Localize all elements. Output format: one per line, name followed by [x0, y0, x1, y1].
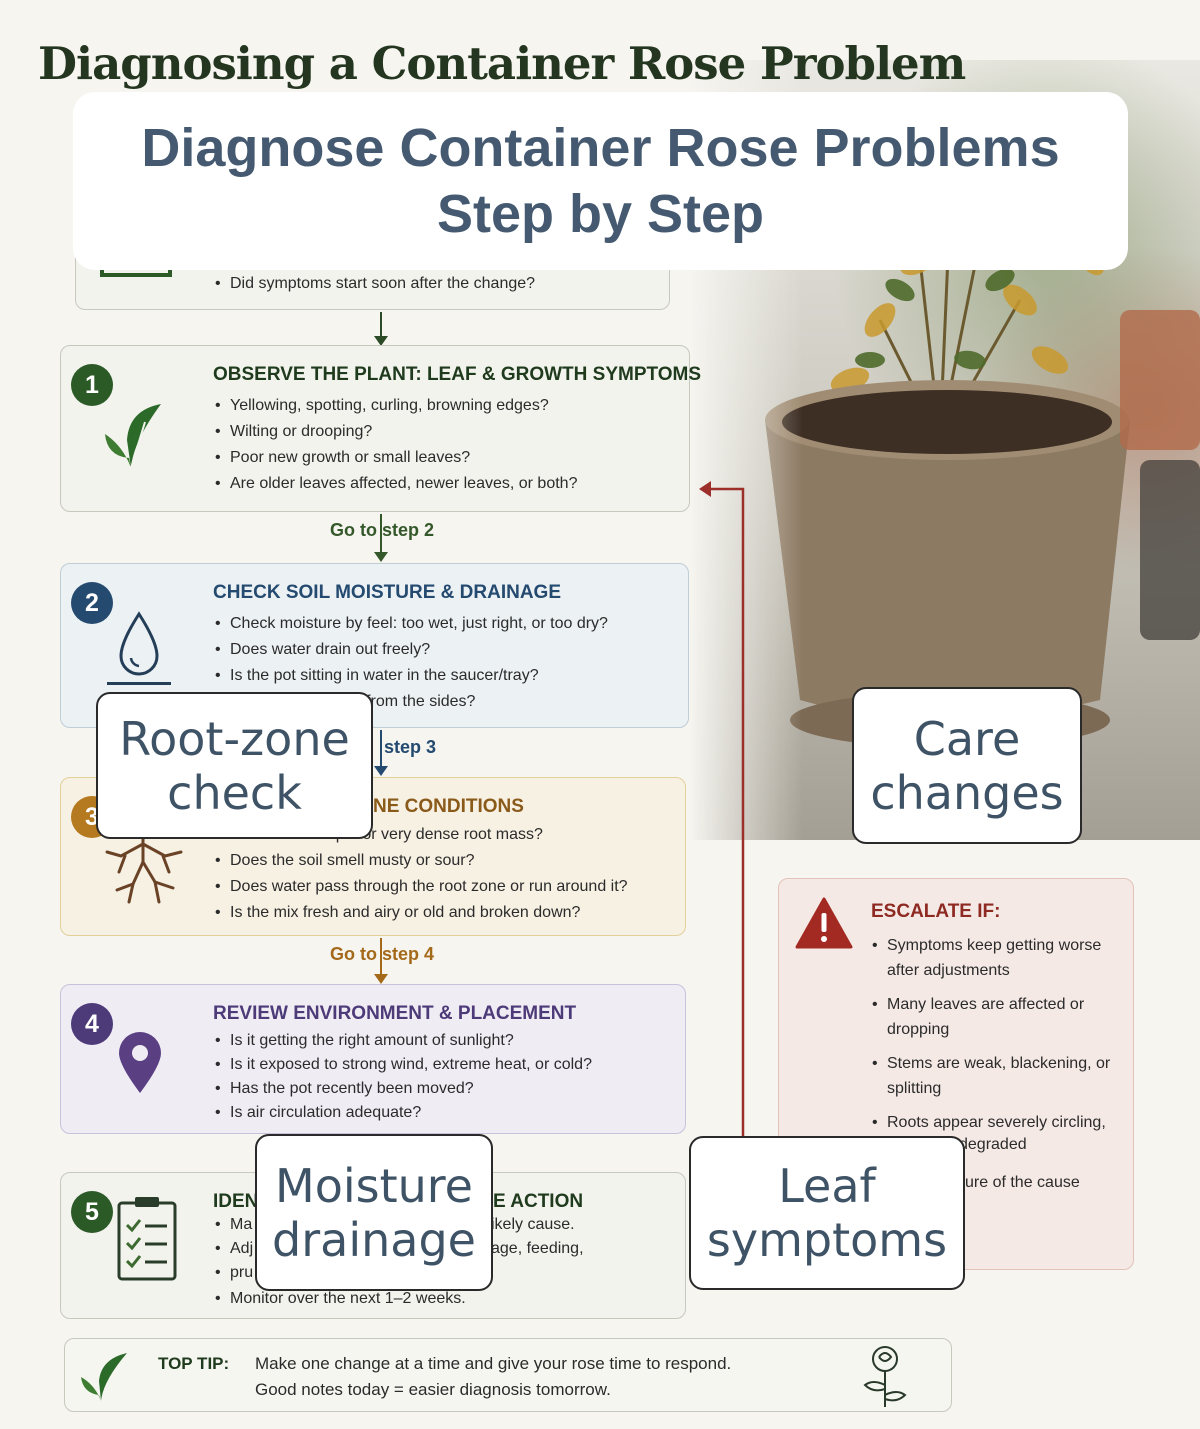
list-item: Roots appear severely circling, — [871, 1110, 1121, 1135]
feedback-loop-arrow — [699, 481, 745, 1140]
bullet-fragment: age, feeding, — [491, 1240, 584, 1257]
step-number-badge: 1 — [71, 364, 113, 406]
step-5-bullets-left: Ma Adj pru — [213, 1213, 253, 1285]
callout-root-zone: Root-zone check — [96, 692, 373, 839]
step-heading: REVIEW ENVIRONMENT & PLACEMENT — [213, 1003, 577, 1024]
step-heading: OBSERVE THE PLANT: LEAF & GROWTH SYMPTOM… — [213, 364, 702, 385]
leaf-icon — [81, 1353, 127, 1401]
list-item: Did symptoms start soon after the change… — [213, 271, 535, 297]
flow-arrow — [374, 312, 388, 346]
checklist-icon — [117, 1197, 177, 1281]
tip-label: TOP TIP: — [158, 1354, 230, 1373]
list-item: Has the pot recently been moved? — [213, 1077, 592, 1101]
callout-leaf: Leaf symptoms — [689, 1136, 965, 1290]
goto-step-4: Go to step 4 — [330, 944, 435, 964]
list-item: Adj — [213, 1237, 253, 1261]
goto-step-2: Go to step 2 — [330, 520, 435, 540]
escalate-bullets: Symptoms keep getting worse after adjust… — [871, 933, 1121, 1144]
flow-arrow — [374, 938, 388, 984]
flow-arrow — [374, 514, 388, 562]
list-item: Does water drain out freely? — [213, 637, 608, 663]
rose-icon — [863, 1346, 907, 1407]
list-item: Ma — [213, 1213, 253, 1237]
tip-line-2: Good notes today = easier diagnosis tomo… — [255, 1380, 611, 1399]
step-3-card: 3 NE CONDITIONS the pot or very dense ro… — [60, 777, 686, 936]
list-item: Check moisture by feel: too wet, just ri… — [213, 611, 608, 637]
list-item: Stems are weak, blackening, or splitting — [871, 1051, 1121, 1101]
flow-arrow — [374, 730, 388, 776]
list-item: Is the mix fresh and airy or old and bro… — [213, 900, 628, 926]
tip-line-1: Make one change at a time and give your … — [255, 1354, 732, 1373]
goto-step-3: step 3 — [384, 737, 437, 757]
list-item: Is the pot sitting in water in the sauce… — [213, 663, 608, 689]
list-item: Yellowing, spotting, curling, browning e… — [213, 393, 577, 419]
leaf-icon — [105, 404, 161, 469]
location-pin-icon — [119, 1032, 161, 1093]
title-banner: Diagnose Container Rose Problems Step by… — [73, 92, 1128, 270]
escalate-heading: ESCALATE IF: — [871, 901, 1001, 922]
step-4-bullets: Is it getting the right amount of sunlig… — [213, 1029, 592, 1125]
step-heading: CHECK SOIL MOISTURE & DRAINAGE — [213, 582, 562, 603]
list-item: Is it getting the right amount of sunlig… — [213, 1029, 592, 1053]
step-5-last-bullet: Monitor over the next 1–2 weeks. — [213, 1287, 466, 1311]
step-heading-right: E ACTION — [493, 1191, 584, 1212]
step-number-badge: 2 — [71, 582, 113, 624]
escalate-fragment: ure of the cause — [965, 1174, 1080, 1191]
step-number-badge: 5 — [71, 1191, 113, 1233]
bullet-fragment: ikely cause. — [491, 1216, 575, 1233]
list-item: Does the soil smell musty or sour? — [213, 848, 628, 874]
list-item: Poor new growth or small leaves? — [213, 445, 577, 471]
escalate-fragment: degraded — [959, 1136, 1027, 1153]
step-heading: NE CONDITIONS — [373, 796, 524, 817]
step-number-badge: 4 — [71, 1003, 113, 1045]
callout-moisture: Moisture drainage — [255, 1134, 493, 1291]
banner-title: Diagnose Container Rose Problems Step by… — [141, 118, 1060, 244]
list-item: Monitor over the next 1–2 weeks. — [213, 1287, 466, 1311]
list-item: Wilting or drooping? — [213, 419, 577, 445]
list-item: Is air circulation adequate? — [213, 1101, 592, 1125]
roots-icon — [105, 822, 183, 904]
warning-icon — [795, 897, 853, 949]
step-4-card: 4 REVIEW ENVIRONMENT & PLACEMENT Is it g… — [60, 984, 686, 1134]
list-item: Are older leaves affected, newer leaves,… — [213, 471, 577, 497]
step-3-bullets: the pot or very dense root mass? Does th… — [213, 822, 628, 926]
step-1-card: 1 OBSERVE THE PLANT: LEAF & GROWTH SYMPT… — [60, 345, 701, 512]
list-item: Is it exposed to strong wind, extreme he… — [213, 1053, 592, 1077]
water-drop-icon — [107, 611, 171, 685]
list-item: Symptoms keep getting worse after adjust… — [871, 933, 1121, 983]
step-heading-left: IDEN — [213, 1191, 259, 1212]
top-tip: TOP TIP: Make one change at a time and g… — [64, 1338, 952, 1412]
list-item: Many leaves are affected or dropping — [871, 992, 1121, 1042]
step-0-bullets: Did symptoms start soon after the change… — [213, 271, 535, 297]
list-item: Does water pass through the root zone or… — [213, 874, 628, 900]
page-header: Diagnosing a Container Rose Problem — [24, 30, 966, 96]
step-1-bullets: Yellowing, spotting, curling, browning e… — [213, 393, 577, 497]
list-item: pru — [213, 1261, 253, 1285]
callout-care-changes: Care changes — [852, 687, 1082, 844]
page-title: Diagnosing a Container Rose Problem — [38, 36, 966, 90]
